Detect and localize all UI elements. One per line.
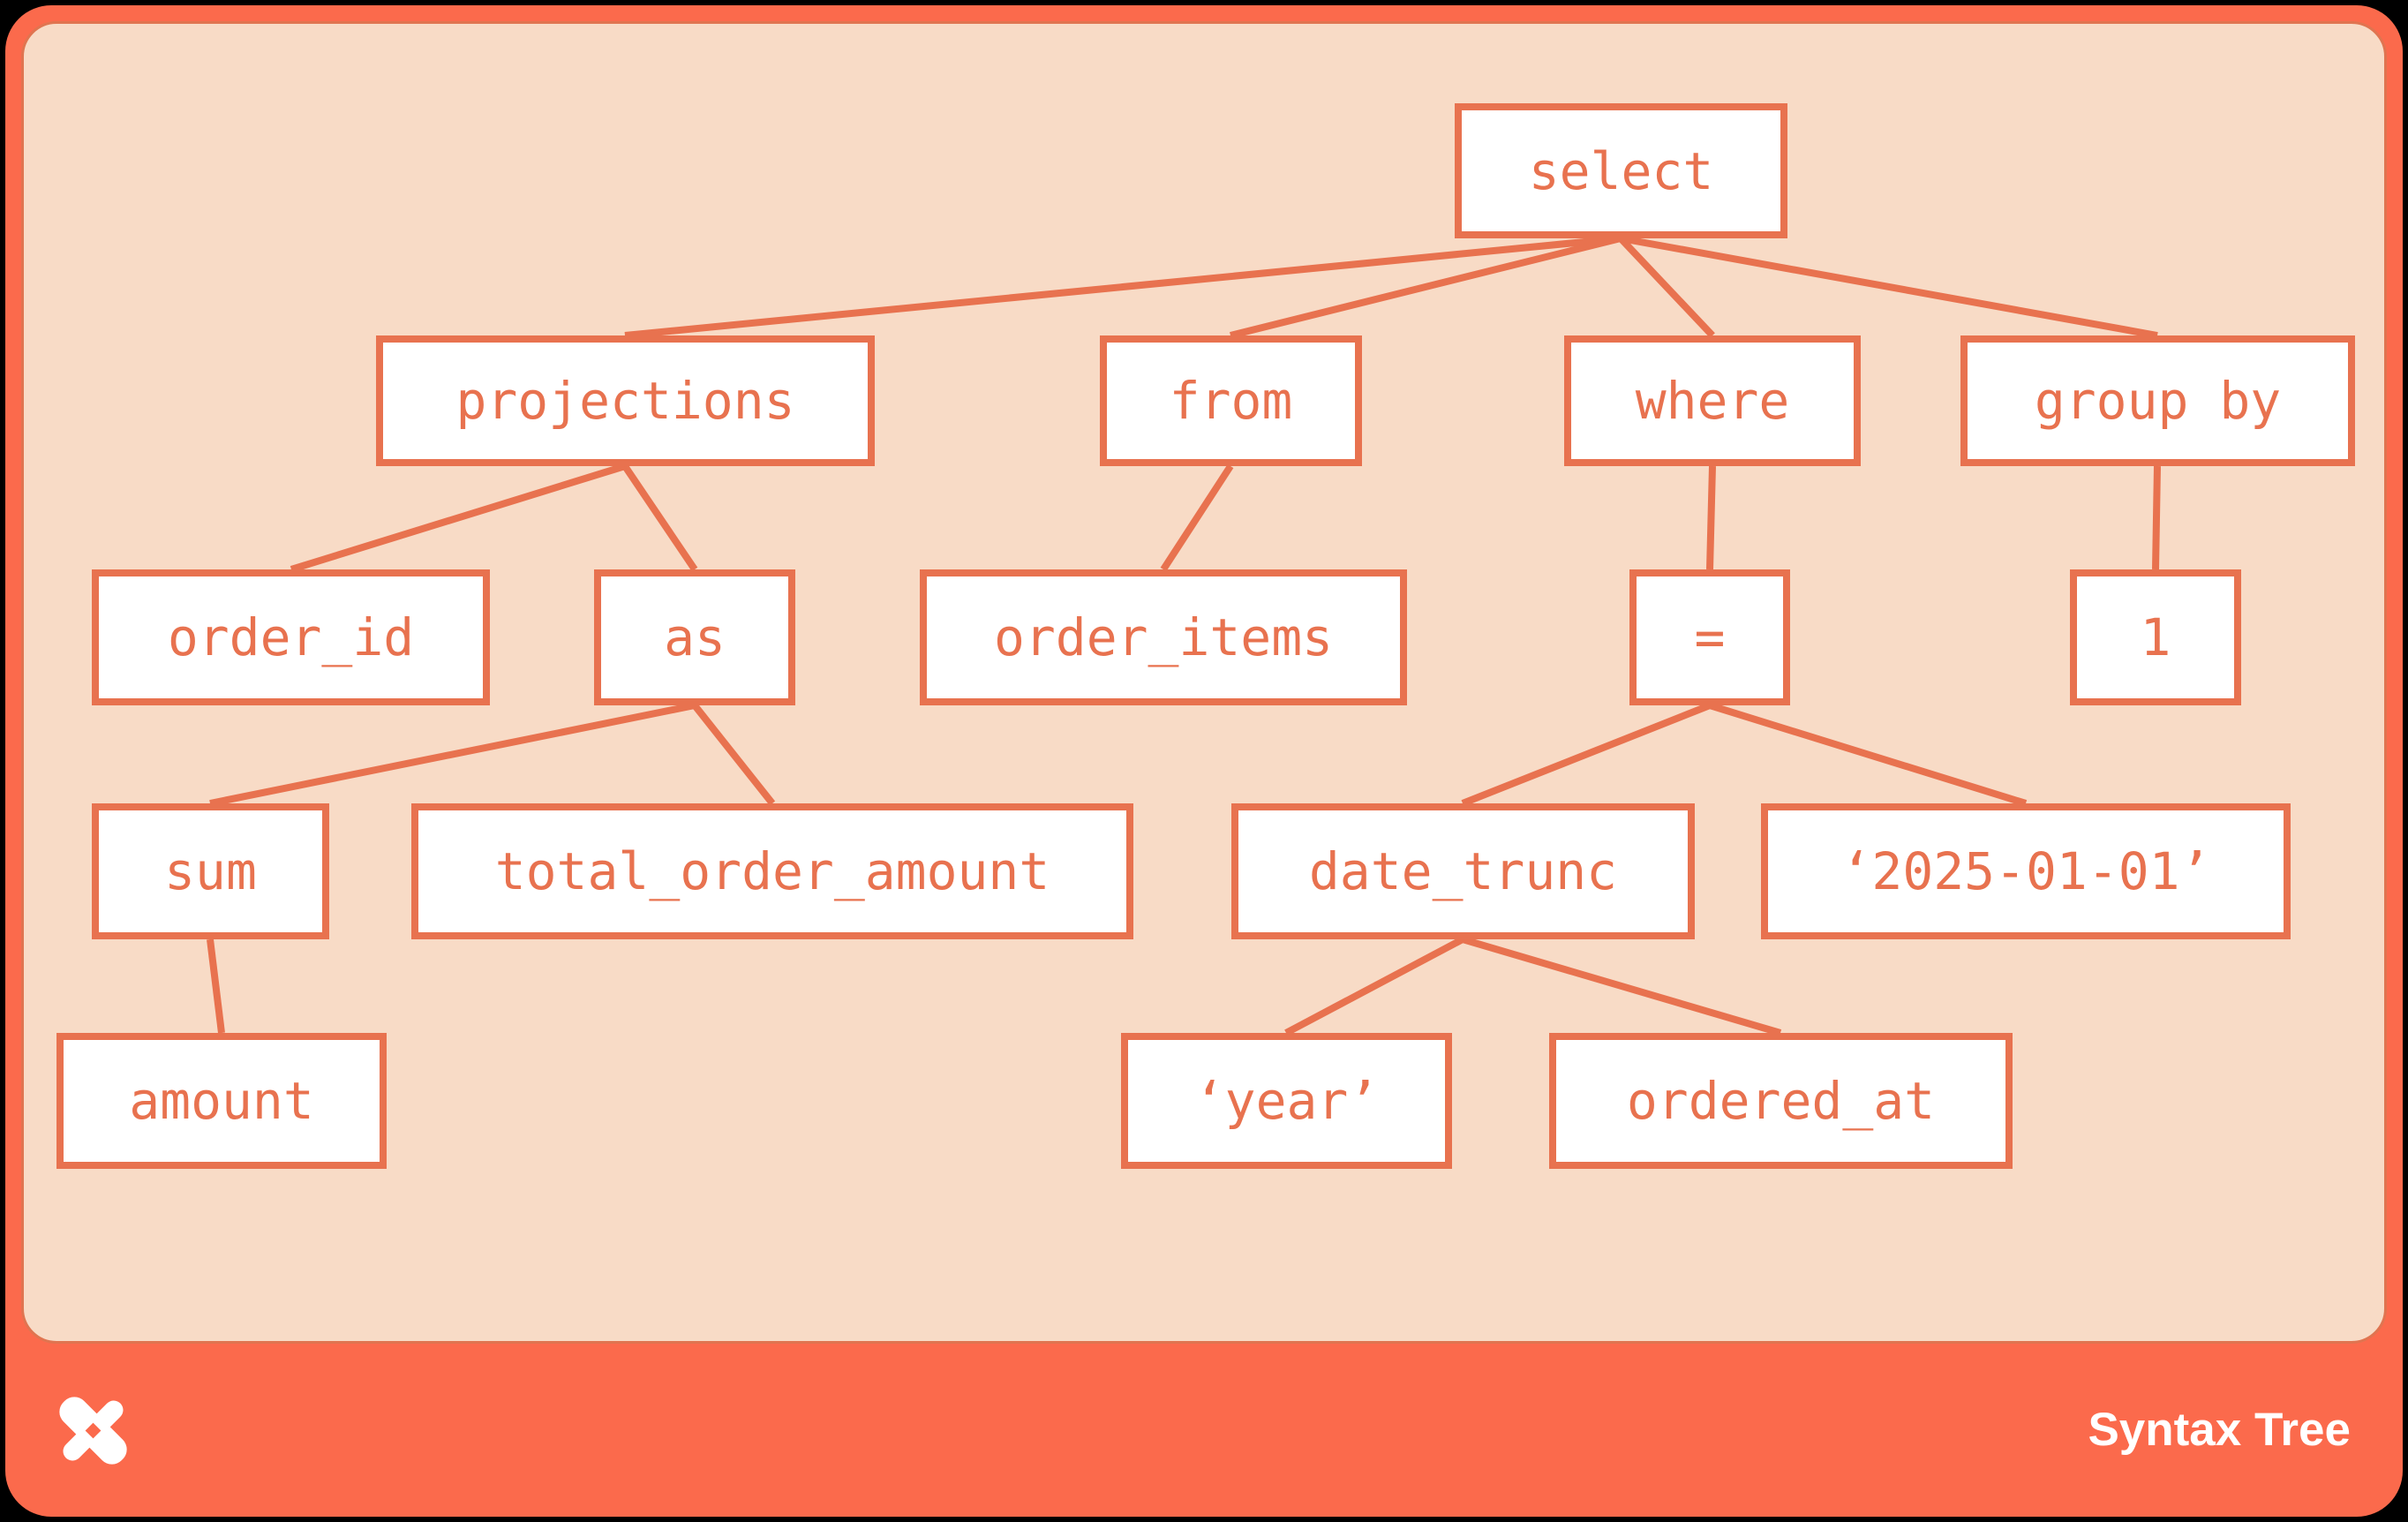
tree-node-one: 1: [2070, 569, 2241, 705]
tree-node-literal-2025-01-01: ‘2025-01-01’: [1761, 803, 2291, 939]
dbt-logo-icon: [50, 1388, 136, 1473]
tree-node-sum: sum: [92, 803, 329, 939]
tree-node-from: from: [1100, 335, 1362, 466]
tree-node-equals: =: [1629, 569, 1790, 705]
tree-node-literal-year: ‘year’: [1121, 1033, 1452, 1169]
tree-node-where: where: [1564, 335, 1861, 466]
footer-title: Syntax Tree: [2088, 1404, 2351, 1456]
tree-node-select: select: [1455, 103, 1787, 238]
tree-node-ordered-at: ordered_at: [1549, 1033, 2013, 1169]
tree-node-amount: amount: [56, 1033, 387, 1169]
tree-node-projections: projections: [376, 335, 875, 466]
tree-node-as: as: [594, 569, 795, 705]
tree-node-total-order-amount: total_order_amount: [411, 803, 1133, 939]
tree-node-date-trunc: date_trunc: [1231, 803, 1695, 939]
tree-node-order-items: order_items: [920, 569, 1407, 705]
tree-node-group-by: group by: [1960, 335, 2355, 466]
tree-node-order-id: order_id: [92, 569, 490, 705]
